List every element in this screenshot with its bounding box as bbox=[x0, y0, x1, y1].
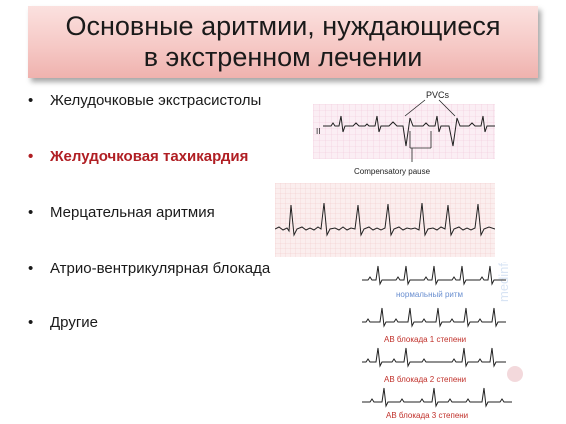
pvc-arrow-2 bbox=[438, 99, 456, 117]
pvcs-label: PVCs bbox=[426, 90, 450, 100]
ecg-trace bbox=[323, 115, 495, 147]
bullet-text: Желудочковая тахикардия bbox=[50, 148, 249, 165]
bullet-item-3: •Мерцательная аритмия bbox=[28, 204, 215, 221]
bullet-text: Желудочковые экстрасистолы bbox=[50, 92, 262, 109]
pvc-arrow-1 bbox=[404, 99, 426, 117]
bullet-item-1: •Желудочковые экстрасистолы bbox=[28, 92, 262, 109]
av-block-2-label: АВ блокада 2 степени bbox=[384, 375, 466, 384]
title-banner: Основные аритмии, нуждающиеся в экстренн… bbox=[28, 6, 538, 78]
watermark: medinfo.ru bbox=[496, 262, 511, 302]
av-block-3-label: АВ блокада 3 степени bbox=[386, 411, 468, 420]
title-line-1: Основные аритмии, нуждающиеся bbox=[65, 11, 501, 41]
ecg-grid bbox=[275, 183, 495, 257]
av-block-2-trace bbox=[362, 347, 506, 368]
bullet-item-2: •Желудочковая тахикардия bbox=[28, 148, 249, 165]
watermark-logo bbox=[507, 366, 523, 382]
bullet-text: Атрио-вентрикулярная блокада bbox=[50, 260, 271, 277]
normal-rhythm-trace bbox=[362, 265, 506, 286]
lead-label: II bbox=[316, 127, 320, 136]
av-block-1-trace bbox=[362, 307, 506, 328]
bullet-text: Мерцательная аритмия bbox=[50, 204, 215, 221]
av-block-1-label: АВ блокада 1 степени bbox=[384, 335, 466, 344]
ecg-pvc-strip: PVCs II Compensatory pause bbox=[313, 90, 495, 176]
slide-title: Основные аритмии, нуждающиеся в экстренн… bbox=[65, 11, 500, 73]
ecg-trace bbox=[275, 202, 495, 237]
normal-rhythm-label: нормальный ритм bbox=[396, 290, 463, 299]
bullet-item-4: •Атрио-вентрикулярная блокада bbox=[28, 260, 271, 277]
bullet-item-5: •Другие bbox=[28, 314, 99, 331]
compensatory-pause-label: Compensatory pause bbox=[354, 167, 431, 176]
ecg-afib-strip bbox=[275, 183, 495, 257]
bullet-text: Другие bbox=[50, 314, 99, 331]
ecg-av-block-panel: medinfo.ru нормальный ритм АВ блокада 1 … bbox=[362, 262, 523, 420]
av-block-3-trace bbox=[362, 387, 512, 408]
title-line-2: в экстренном лечении bbox=[143, 42, 423, 72]
